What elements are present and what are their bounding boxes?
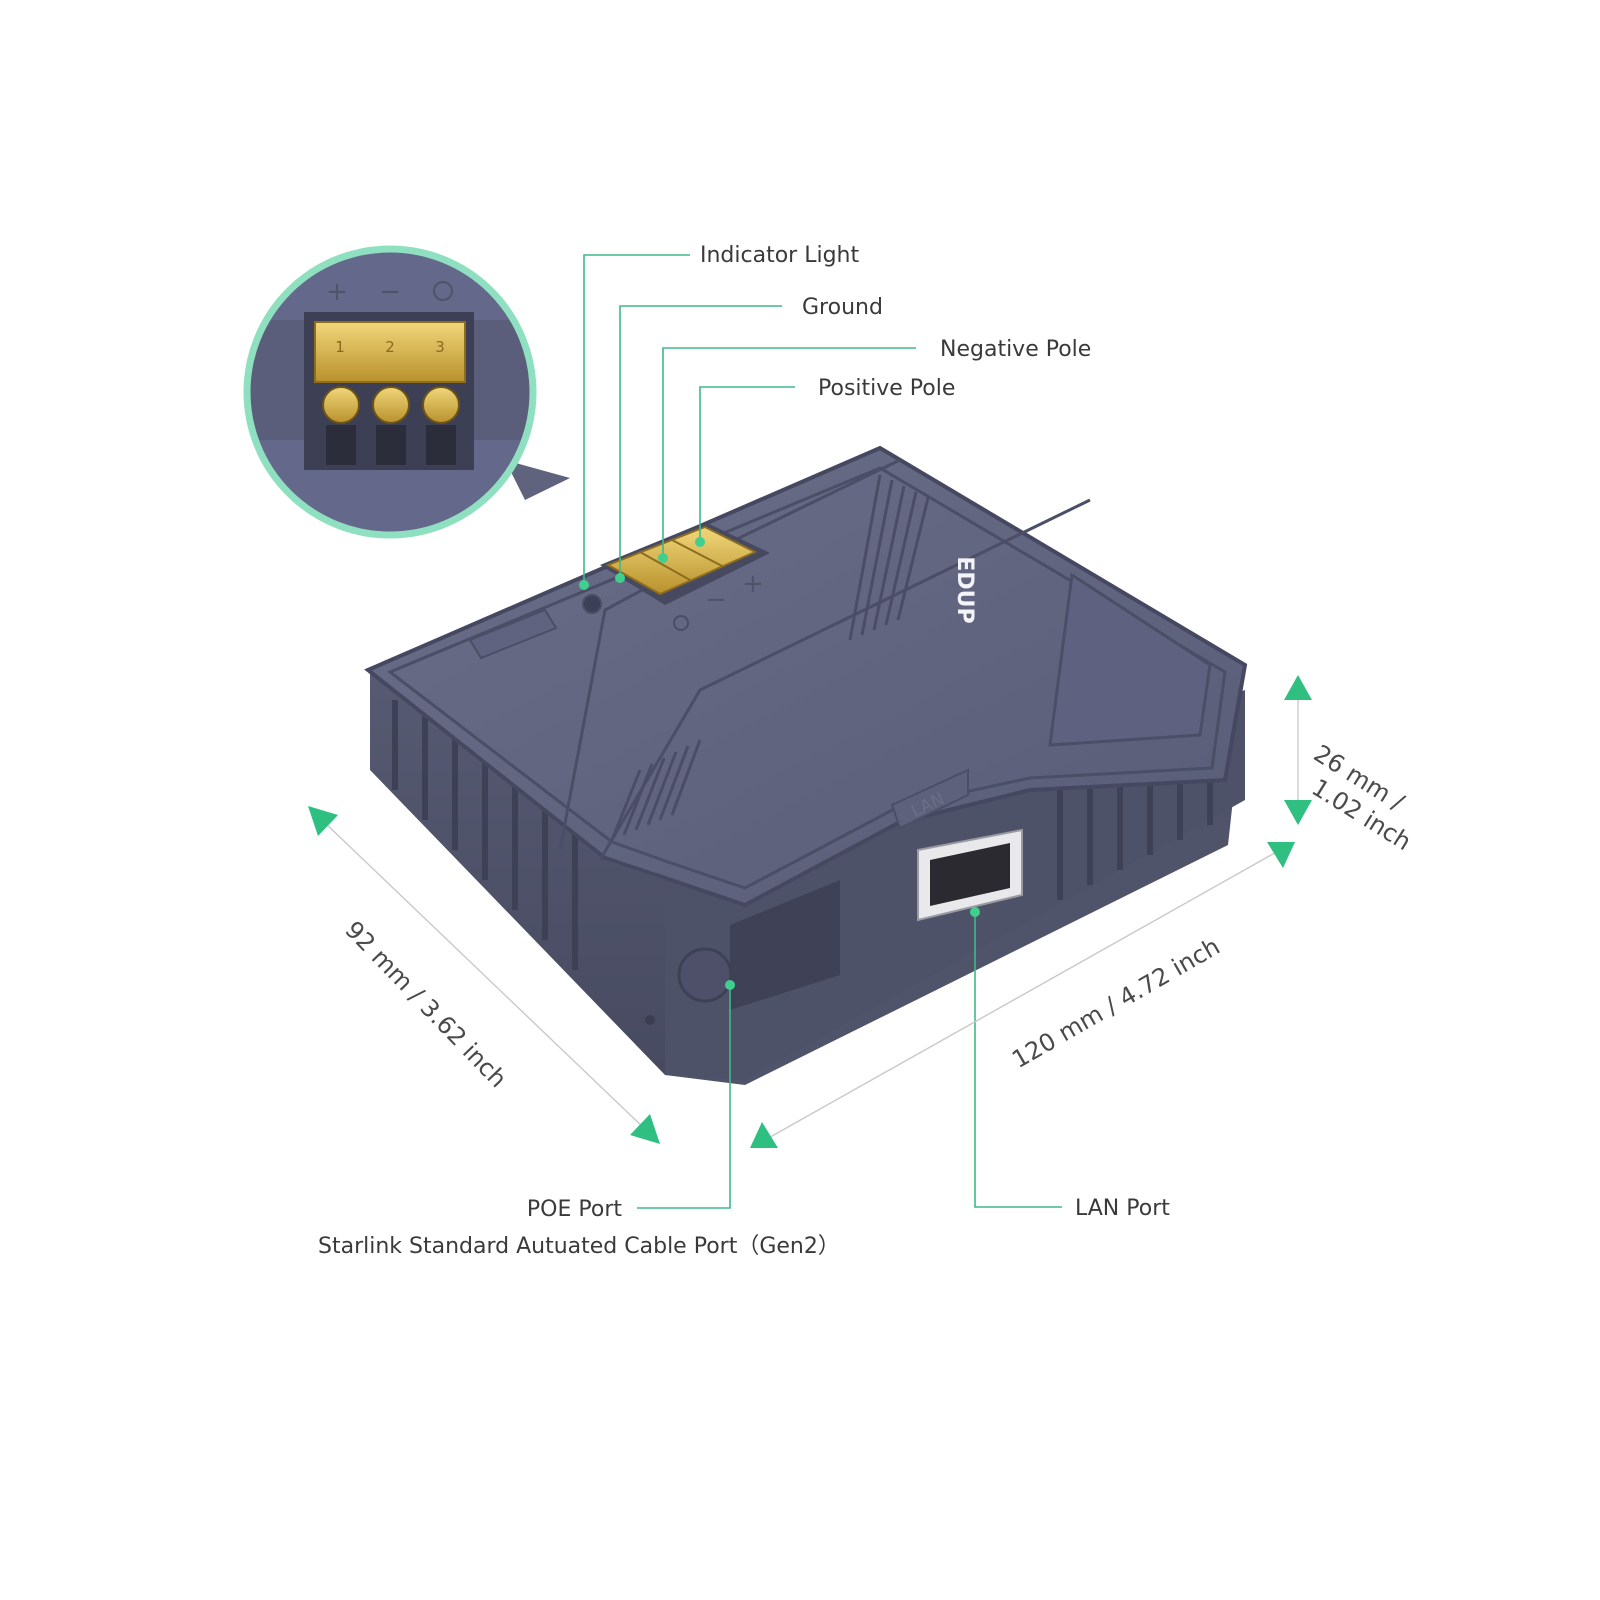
device-negative-sign: −: [705, 585, 727, 615]
depth-dimension-label: 92 mm / 3.62 inch: [339, 916, 512, 1093]
lan-label-plate: [890, 768, 969, 830]
zoom-terminal-screws: [322, 386, 460, 465]
dimension-height: 26 mm / 1.02 inch: [1284, 675, 1416, 856]
leader-lan-port: [974, 912, 1062, 1208]
callout-leaders: [579, 254, 1062, 1209]
width-arrow-end: [1267, 842, 1295, 868]
callout-indicator-light: Indicator Light: [700, 243, 859, 268]
zoom-positive-sign: +: [326, 277, 348, 307]
poe-injector-device: EDUP − + LAN: [364, 445, 1248, 1085]
zoom-terminal-number-3: 3: [435, 338, 445, 356]
callout-ground: Ground: [802, 295, 883, 320]
cooling-fins-left: [392, 700, 578, 970]
poe-port: [730, 880, 840, 1010]
leader-poe-port: [637, 985, 731, 1209]
leader-indicator-light: [583, 254, 690, 585]
top-ribbing: [610, 474, 930, 841]
device-positive-sign: +: [742, 569, 764, 599]
zoom-negative-sign: −: [379, 277, 401, 307]
leader-negative-pole: [662, 347, 916, 558]
zoom-terminal-plate: [314, 321, 466, 383]
width-arrow-start: [750, 1122, 778, 1148]
brand-logo: EDUP: [952, 556, 977, 623]
screw-hole: [645, 1015, 655, 1025]
leader-ground: [619, 305, 782, 575]
device-top-face: [364, 445, 1248, 908]
terminal-zoom-callout: 1 2 3 + −: [243, 245, 570, 539]
callout-poe-port: POE Port: [527, 1197, 622, 1222]
zoom-terminal-number-2: 2: [385, 338, 395, 356]
callout-lan-port: LAN Port: [1075, 1196, 1170, 1221]
zoom-terminal-number-1: 1: [335, 338, 345, 356]
height-arrow-start: [1284, 675, 1312, 700]
callout-negative-pole: Negative Pole: [940, 337, 1091, 362]
zoom-ground-symbol: [433, 281, 453, 301]
device-ground-symbol: [673, 615, 689, 631]
depth-arrow-end: [630, 1114, 660, 1144]
top-panel-raised: [1048, 572, 1212, 747]
depth-arrow-start: [308, 806, 338, 836]
poe-gland: [677, 947, 733, 1003]
callout-positive-pole: Positive Pole: [818, 376, 955, 401]
height-arrow-end: [1284, 800, 1312, 825]
callout-poe-port-sub: Starlink Standard Autuated Cable Port（Ge…: [318, 1234, 840, 1259]
leader-positive-pole: [699, 386, 795, 542]
zoom-circle-ring: [243, 245, 537, 539]
width-dimension-label: 120 mm / 4.72 inch: [1007, 932, 1224, 1074]
indicator-light: [582, 594, 602, 614]
